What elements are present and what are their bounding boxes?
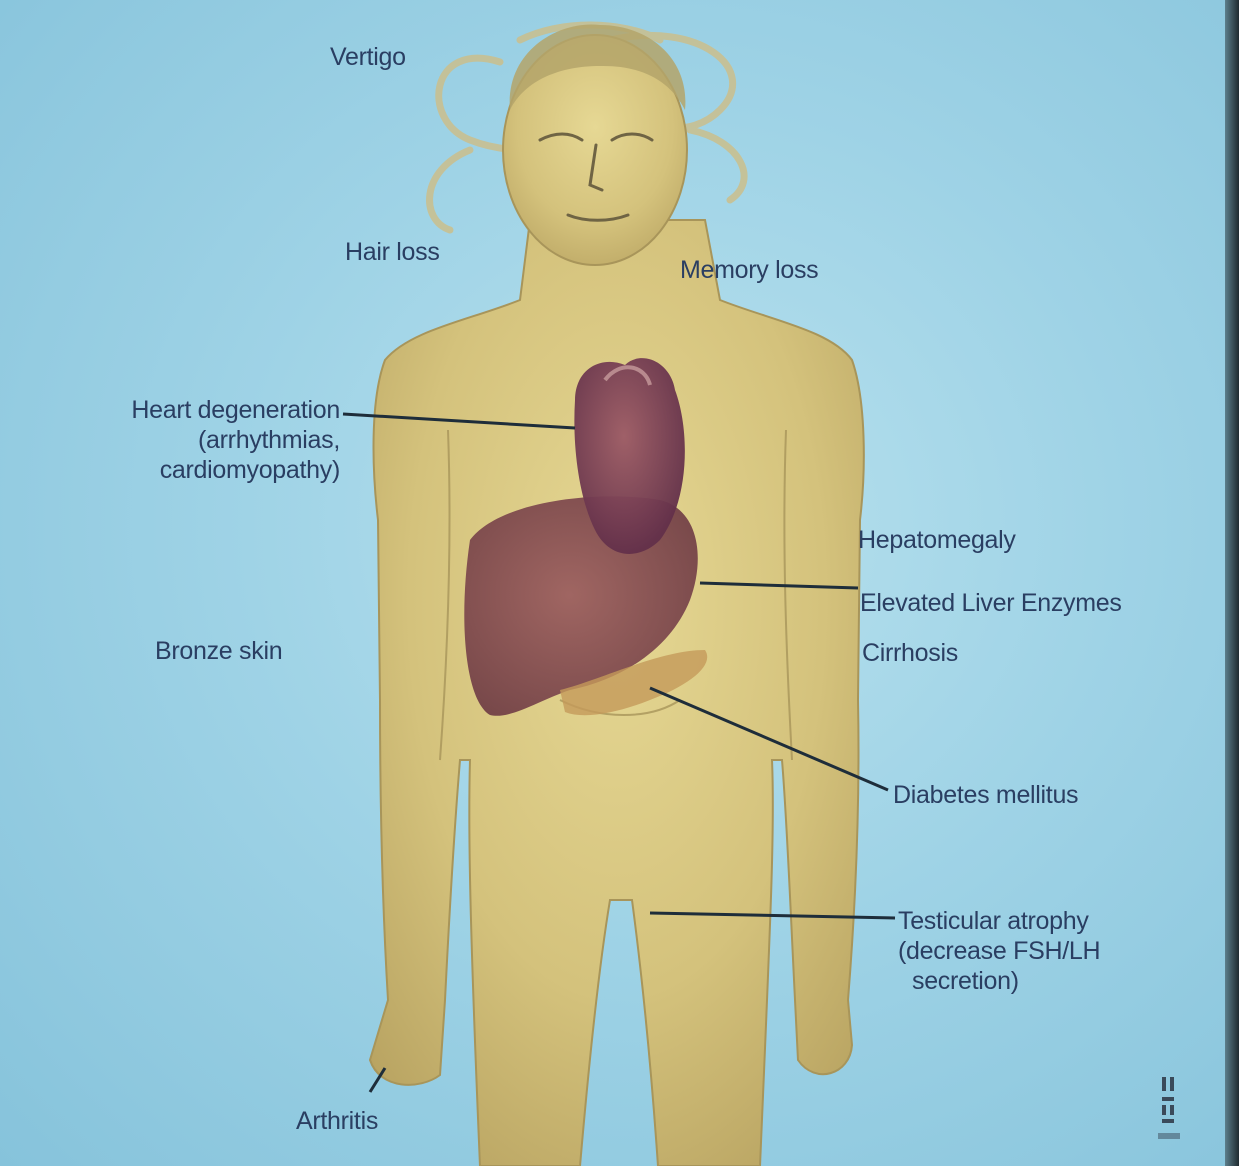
label-cirrhosis: Cirrhosis: [862, 638, 958, 668]
label-testicular-line-2: (decrease FSH/LH: [898, 936, 1198, 966]
label-testicular-line-1: Testicular atrophy: [898, 906, 1198, 936]
label-elevated-liver-enzymes: Elevated Liver Enzymes: [860, 588, 1122, 618]
label-hepatomegaly: Hepatomegaly: [858, 525, 1016, 555]
label-bronze-skin: Bronze skin: [155, 636, 282, 666]
label-diabetes-mellitus: Diabetes mellitus: [893, 780, 1078, 810]
label-heart-line-3: cardiomyopathy): [18, 455, 340, 485]
label-heart-line-2: (arrhythmias,: [18, 425, 340, 455]
label-heart-degeneration: Heart degeneration (arrhythmias, cardiom…: [18, 395, 340, 485]
label-arthritis: Arthritis: [296, 1106, 378, 1136]
label-testicular-line-3: secretion): [898, 966, 1198, 996]
label-hair-loss: Hair loss: [345, 237, 440, 267]
screen-edge: [1225, 0, 1239, 1166]
label-memory-loss: Memory loss: [680, 255, 818, 285]
label-vertigo: Vertigo: [330, 42, 406, 72]
label-testicular-atrophy: Testicular atrophy (decrease FSH/LH secr…: [898, 906, 1198, 996]
label-heart-line-1: Heart degeneration: [18, 395, 340, 425]
publisher-logo-icon: [1156, 1075, 1186, 1145]
